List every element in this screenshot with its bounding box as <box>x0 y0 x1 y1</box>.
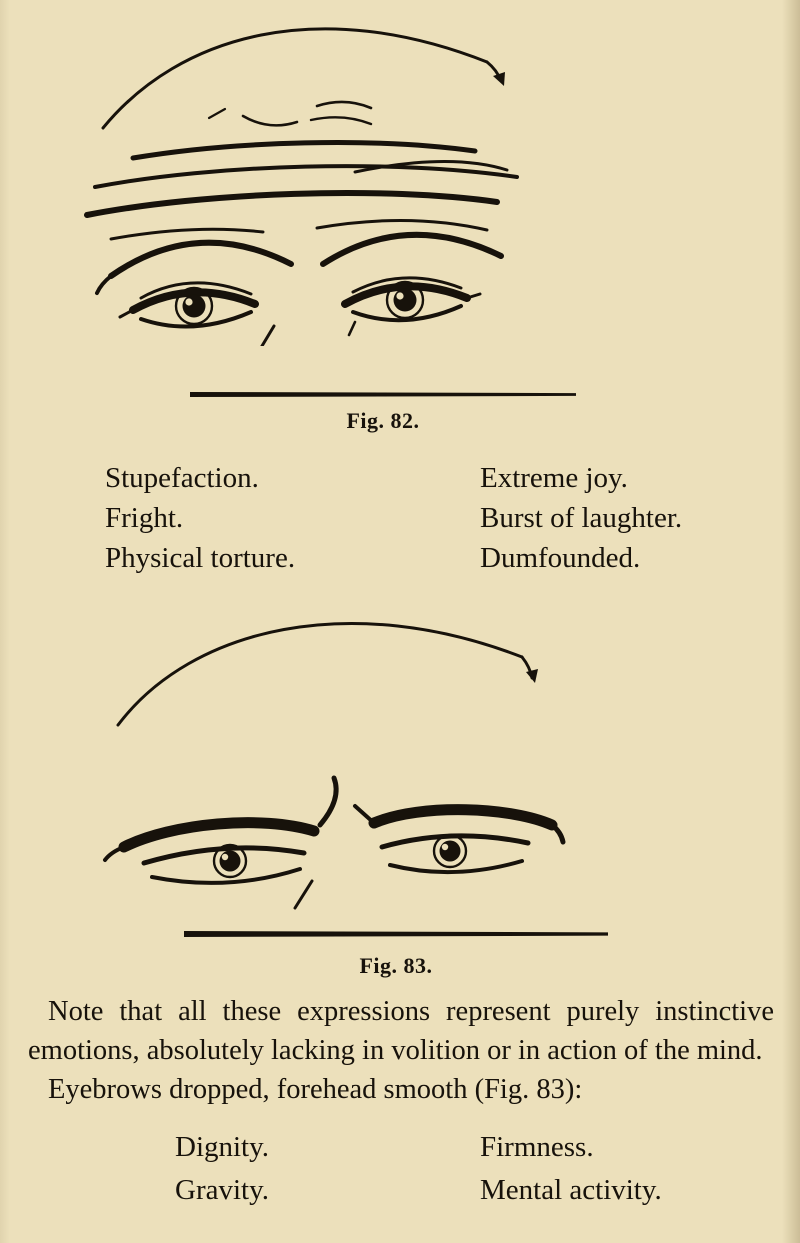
expression-label: Extreme joy. <box>480 462 628 494</box>
expression-label: Firmness. <box>480 1131 594 1163</box>
fig83-labels-right: Firmness. Mental activity. <box>480 1126 662 1212</box>
fig82-illustration <box>84 27 519 346</box>
expression-label: Stupefaction. <box>105 462 259 494</box>
fig82-rule <box>190 392 576 397</box>
fig83-rule <box>184 931 608 937</box>
expression-label: Dignity. <box>175 1131 269 1163</box>
body-paragraph: Note that all these expressions represen… <box>28 996 774 1066</box>
expression-label: Fright. <box>105 502 184 534</box>
expression-label: Gravity. <box>175 1174 269 1206</box>
expression-label: Physical torture. <box>105 542 296 574</box>
fig83-caption: Fig. 83. <box>359 953 433 978</box>
fig82-labels-left: Stupefaction. Fright. Physical torture. <box>105 458 295 578</box>
fig82-labels-right: Extreme joy. Burst of laughter. Dumfound… <box>480 458 682 578</box>
body-paragraph: Eyebrows dropped, forehead smooth (Fig. … <box>48 1074 583 1105</box>
fig83-illustration <box>103 622 566 910</box>
fig82-caption: Fig. 82. <box>346 408 420 433</box>
fig83-labels-left: Dignity. Gravity. <box>175 1126 269 1212</box>
expression-label: Burst of laughter. <box>480 502 683 534</box>
expression-label: Dumfounded. <box>480 542 641 574</box>
expression-label: Mental activity. <box>480 1174 662 1206</box>
